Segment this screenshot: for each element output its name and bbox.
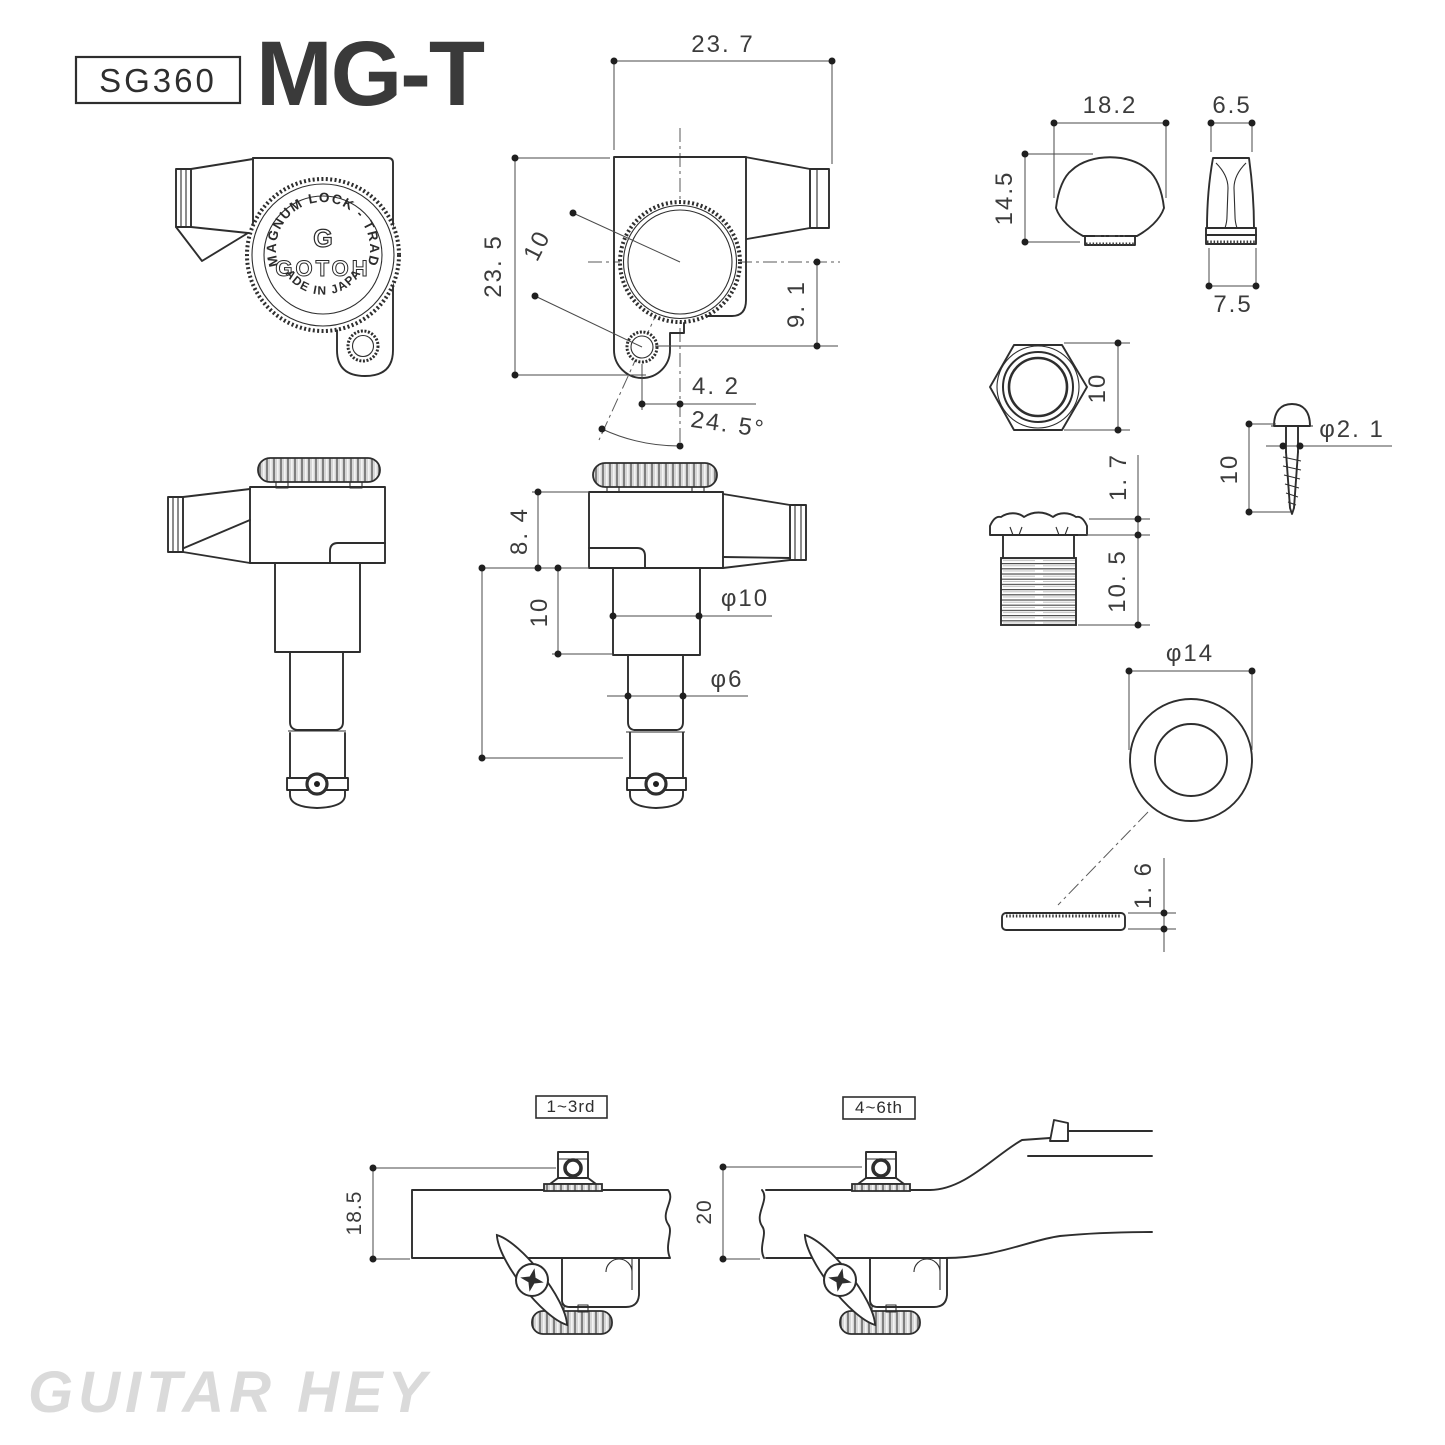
bushing-neck — [1002, 534, 1075, 559]
cap-logo-mark: G — [313, 225, 332, 253]
rear-view: 23. 7 23. 5 10 9. 1 4. 2 24. 5° — [480, 31, 840, 452]
group-a-label-box — [535, 1095, 608, 1119]
mount-plate-step — [329, 542, 386, 564]
dim-width: 23. 7 — [691, 31, 754, 58]
dim-thickness-b: 20 — [693, 1199, 716, 1224]
side-dimensions: 8. 4 10 φ10 φ6 — [478, 488, 772, 762]
body — [588, 491, 724, 569]
bushing-threads — [1000, 557, 1077, 626]
model-badge-box — [74, 55, 242, 105]
dimension-dots — [511, 57, 836, 450]
dim-washer-diameter: φ14 — [1166, 640, 1214, 667]
headstock-b — [758, 1137, 1153, 1259]
bushing-dimensions: 1. 7 10. 5 — [1078, 453, 1150, 629]
side-button — [167, 488, 251, 564]
model-badge: SG360 — [99, 62, 217, 99]
string-line — [1027, 1130, 1153, 1157]
dimension-dots — [478, 488, 703, 762]
rear-button — [744, 156, 830, 240]
screw-threads — [1285, 451, 1299, 515]
bushing-view: 1. 7 10. 5 — [989, 453, 1150, 629]
button-side-dimensions: 6.5 7.5 — [1205, 92, 1260, 318]
dim-post-diameter: φ10 — [721, 585, 769, 612]
post-cap — [629, 789, 684, 809]
install-group-a: 1~3rd 18.5 — [343, 1095, 672, 1263]
dim-screw-length: 10 — [1216, 454, 1243, 485]
button-views: 18.2 14.5 6.5 7.5 — [991, 92, 1260, 318]
mount-plate-step — [588, 547, 646, 569]
washer-inner — [1154, 723, 1228, 797]
group-b-label-box — [842, 1096, 916, 1120]
dim-bushing-thread: 10. 5 — [1104, 549, 1131, 612]
body — [249, 486, 386, 564]
thumbscrew — [257, 457, 381, 483]
screw-dimensions: 10 φ2. 1 — [1216, 416, 1392, 516]
install-group-b: 4~6th 20 — [693, 1096, 1153, 1263]
washer-view: φ14 1. 6 — [1001, 640, 1256, 952]
string-post — [289, 732, 346, 779]
side-button — [722, 493, 807, 569]
knurled-cap-rim — [245, 177, 401, 333]
screw-view: 10 φ2. 1 — [1216, 403, 1392, 516]
header: SG360 MG-T — [74, 23, 487, 125]
tuner-install-b — [794, 1150, 949, 1336]
dim-diag-offset: 10 — [518, 226, 556, 266]
dimension-a: 18.5 — [343, 1164, 556, 1263]
headstock-a — [411, 1189, 672, 1259]
series-logo: MG-T — [256, 23, 485, 125]
washer-side — [1001, 912, 1126, 931]
hex-nut-dimension: 10 — [1064, 339, 1130, 434]
cap-brand-text: GOTOH — [275, 256, 370, 281]
hex-nut-view: 10 — [989, 339, 1130, 434]
installation-views: 1~3rd 18.5 4~6th 20 — [343, 1095, 1153, 1336]
dim-height: 23. 5 — [480, 234, 507, 297]
dim-button-width: 18.2 — [1083, 92, 1138, 119]
thumbscrew — [592, 462, 718, 488]
front-plate-outline — [252, 157, 394, 377]
dim-washer-thickness: 1. 6 — [1130, 861, 1157, 909]
dim-post-height: 10 — [526, 597, 553, 628]
dim-button-height: 14.5 — [991, 171, 1018, 226]
dim-horiz-offset: 4. 2 — [692, 373, 740, 400]
screw-shank — [1285, 425, 1299, 453]
threaded-post — [612, 567, 701, 656]
dim-screw-diameter: φ2. 1 — [1319, 416, 1385, 443]
dim-vert-offset: 9. 1 — [783, 280, 810, 328]
dim-angle: 24. 5° — [689, 406, 767, 443]
watermark: GUITAR HEY — [28, 1360, 432, 1425]
dim-nut-size: 10 — [1084, 373, 1111, 404]
washer-leader — [1057, 811, 1149, 906]
side-view-plain — [167, 457, 386, 809]
screw-head — [1273, 403, 1311, 427]
tuner-install-a — [486, 1150, 641, 1336]
washer-dimensions: φ14 1. 6 — [1125, 640, 1256, 952]
dim-thickness-a: 18.5 — [343, 1191, 366, 1236]
side-view-dimensioned: 8. 4 10 φ10 φ6 — [478, 462, 807, 809]
shaft — [627, 654, 684, 731]
dim-shaft-diameter: φ6 — [711, 666, 744, 693]
button-front-dimensions: 18.2 14.5 — [991, 92, 1170, 246]
group-a-label: 1~3rd — [547, 1097, 596, 1116]
dim-button-side-bottom: 7.5 — [1213, 291, 1252, 318]
post-cap — [289, 789, 346, 809]
dimension-b: 20 — [693, 1163, 862, 1263]
string-post — [629, 732, 684, 779]
string-nut — [1049, 1119, 1069, 1142]
threaded-post — [274, 562, 361, 653]
washer-outer — [1129, 698, 1253, 822]
button-side-outline — [1206, 157, 1255, 229]
button-front-outline — [1055, 156, 1165, 237]
bushing-flange — [989, 511, 1088, 536]
dim-button-side-top: 6.5 — [1212, 92, 1251, 119]
dim-bushing-head: 1. 7 — [1105, 453, 1132, 501]
front-button — [175, 158, 254, 262]
group-b-label: 4~6th — [855, 1098, 903, 1117]
dim-body-height: 8. 4 — [506, 507, 533, 555]
rear-plate-outline — [613, 156, 747, 379]
hex-nut-outline — [989, 344, 1088, 431]
shaft — [289, 651, 344, 731]
